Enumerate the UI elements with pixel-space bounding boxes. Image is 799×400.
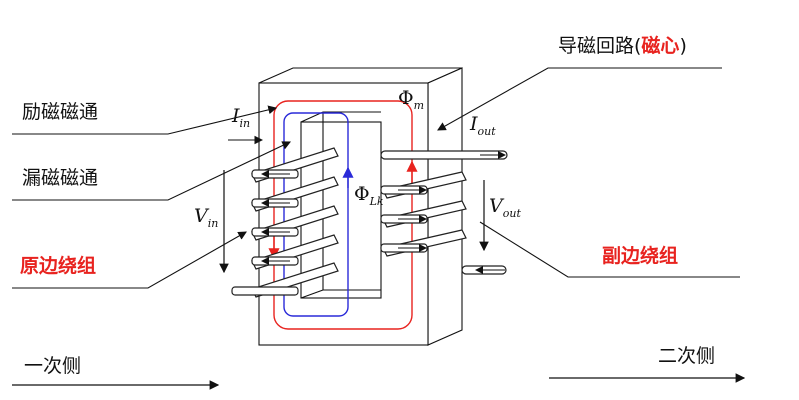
leader-primary-winding — [12, 231, 247, 289]
label-core-word: 磁心 — [641, 34, 679, 57]
symbol-i-out: Iout — [469, 113, 496, 138]
label-primary-winding: 原边绕组 — [20, 254, 96, 277]
leader-leakage-flux — [12, 141, 291, 201]
leader-excitation-flux — [12, 105, 278, 135]
leakage-flux-loop — [283, 112, 349, 317]
symbol-v-out: Vout — [489, 195, 521, 220]
label-leakage-flux: 漏磁磁通 — [22, 167, 98, 189]
primary-winding-coils — [228, 135, 339, 298]
label-core-path: 导磁回路(磁心) — [558, 34, 687, 57]
label-excitation-flux: 励磁磁通 — [22, 101, 98, 123]
symbol-i-in: Iin — [231, 105, 250, 130]
symbol-phi-m: Φm — [398, 87, 424, 112]
secondary-winding-coils — [380, 150, 508, 275]
leader-core-path — [437, 67, 722, 131]
symbol-phi-lk: ΦLk — [354, 183, 384, 208]
label-secondary-side: 二次侧 — [658, 345, 715, 367]
symbol-v-in: Vin — [194, 205, 218, 230]
magnetic-core — [258, 67, 463, 346]
label-primary-side: 一次侧 — [24, 355, 81, 377]
label-secondary-winding: 副边绕组 — [602, 244, 678, 267]
leader-secondary-winding — [479, 221, 740, 278]
